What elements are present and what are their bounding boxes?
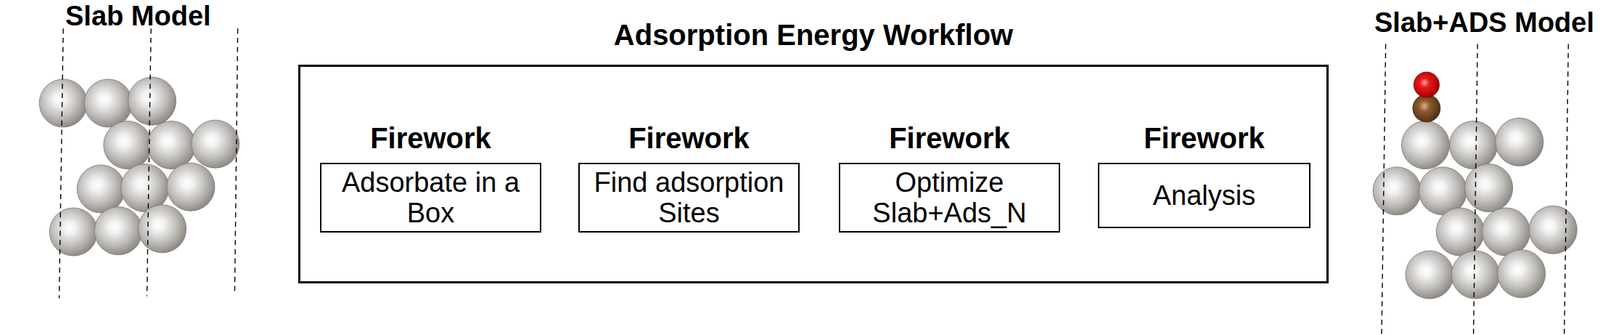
firework-heading: Firework — [370, 121, 492, 155]
task-text: Find adsorption Sites — [579, 166, 799, 228]
workflow-title: Adsorption Energy Workflow — [613, 18, 1013, 52]
firework-box: FireworkOptimize Slab+Ads_N — [838, 162, 1061, 233]
firework-box: FireworkFind adsorption Sites — [578, 162, 800, 233]
workflow-box: Adsorption Energy WorkflowFireworkAdsorb… — [298, 64, 1329, 283]
firework-box: FireworkAnalysis — [1097, 162, 1311, 228]
slab-ads-cell-lines — [1381, 43, 1569, 335]
firework-heading: Firework — [628, 121, 750, 155]
task-text: Optimize Slab+Ads_N — [840, 166, 1059, 228]
slab-ads-atoms — [1372, 71, 1577, 299]
firework-box: FireworkAdsorbate in a Box — [320, 162, 542, 233]
task-text: Adsorbate in a Box — [321, 166, 540, 228]
slab-atoms — [39, 76, 240, 256]
firework-heading: Firework — [1143, 121, 1265, 155]
task-text: Analysis — [1148, 179, 1261, 211]
model-title: Slab+ADS Model — [1374, 6, 1595, 39]
firework-heading: Firework — [888, 121, 1011, 155]
model-title: Slab Model — [65, 0, 212, 32]
slab-cell-lines — [59, 28, 239, 298]
